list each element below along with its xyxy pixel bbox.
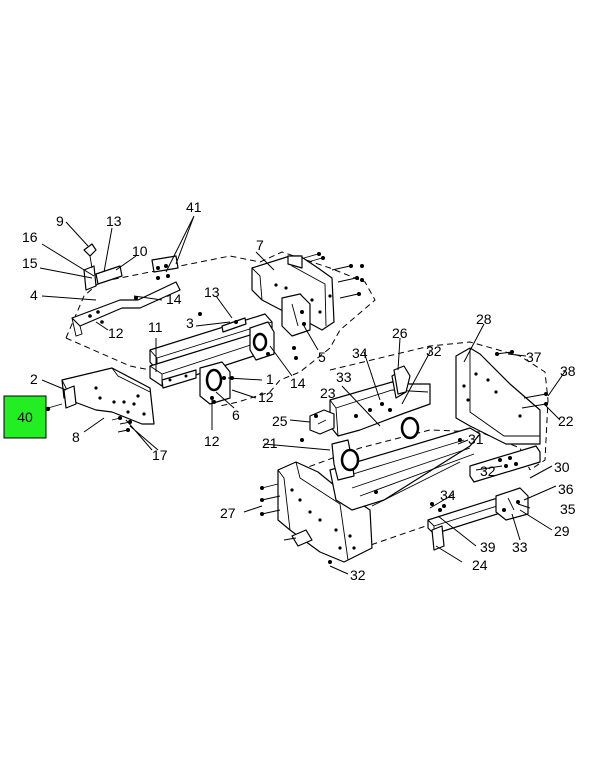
callout-39: 39: [480, 539, 496, 555]
side-plate-28: [455, 347, 548, 445]
callout-1: 1: [266, 371, 274, 387]
callout-14: 14: [290, 375, 306, 391]
callout-25: 25: [272, 413, 288, 429]
callout-38: 38: [560, 363, 576, 379]
bracket-26: [393, 365, 411, 395]
bracket-5: [266, 293, 311, 360]
center-channel: [329, 427, 481, 511]
callout-3: 3: [186, 315, 194, 331]
callout-15: 15: [22, 255, 38, 271]
callout-37: 37: [526, 349, 542, 365]
callout-10: 10: [132, 243, 148, 259]
callout-8: 8: [72, 429, 80, 445]
callout-40: 40: [17, 409, 33, 425]
callout-22: 22: [558, 413, 574, 429]
fasteners-upper: [134, 296, 234, 404]
callout-13: 13: [106, 213, 122, 229]
callout-12: 12: [108, 325, 124, 341]
callout-13: 13: [204, 284, 220, 300]
callout-33: 33: [512, 539, 528, 555]
callout-2: 2: [30, 371, 38, 387]
callout-23: 23: [320, 385, 336, 401]
callout-24: 24: [472, 557, 488, 573]
bolt-40: [45, 403, 63, 412]
callout-34: 34: [440, 487, 456, 503]
callout-14: 14: [166, 291, 182, 307]
callout-31: 31: [468, 431, 484, 447]
callout-4: 4: [30, 287, 38, 303]
callout-27: 27: [220, 505, 236, 521]
callout-12: 12: [258, 389, 274, 405]
callout-36: 36: [558, 481, 574, 497]
callout-33: 33: [336, 369, 352, 385]
bracket-25: [309, 409, 335, 435]
leader-lines: [39, 215, 567, 575]
callout-7: 7: [256, 237, 264, 253]
side-plate-8: [61, 367, 155, 433]
callout-41: 41: [186, 199, 202, 215]
callout-29: 29: [554, 523, 570, 539]
callout-12: 12: [204, 433, 220, 449]
pin-9: [83, 243, 97, 269]
callout-11: 11: [148, 319, 163, 335]
side-rail-4: [71, 255, 181, 337]
highlight-box[interactable]: [3, 395, 47, 439]
callout-35: 35: [560, 501, 576, 517]
front-member-21: [260, 461, 373, 563]
callout-32: 32: [350, 567, 366, 583]
callout-16: 16: [22, 229, 38, 245]
callout-9: 9: [56, 213, 64, 229]
callout-21: 21: [262, 435, 278, 451]
callout-32: 32: [426, 343, 442, 359]
end-bracket-29: [469, 445, 541, 521]
callout-30: 30: [554, 459, 570, 475]
ring-plate-6: [199, 321, 275, 405]
callout-28: 28: [476, 311, 492, 327]
bracket-7: [251, 252, 364, 331]
callout-5: 5: [318, 349, 326, 365]
callout-32: 32: [480, 463, 496, 479]
highlight-callout-40[interactable]: 40: [3, 395, 47, 439]
callout-labels: 9 13 41 16 10 7 15 4 14 13 3 12 11 5 14 …: [22, 199, 576, 583]
callout-34: 34: [352, 345, 368, 361]
callout-6: 6: [232, 407, 240, 423]
callout-17: 17: [152, 447, 168, 463]
fasteners-lower: [300, 414, 518, 564]
callout-26: 26: [392, 325, 408, 341]
